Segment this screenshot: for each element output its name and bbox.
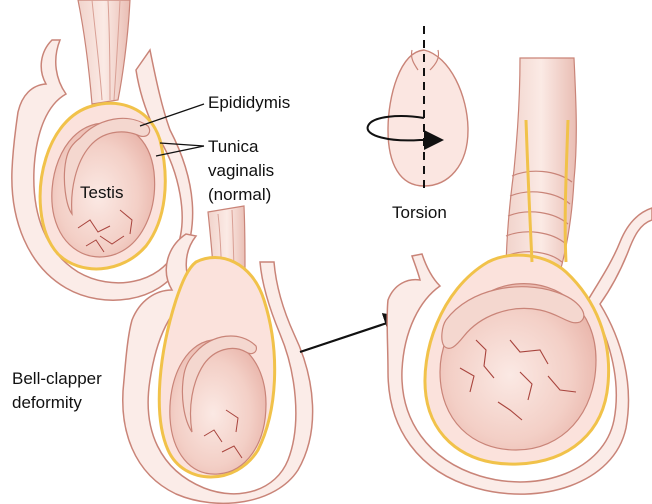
bell-clapper-figure <box>123 206 313 503</box>
spermatic-cord <box>78 0 130 104</box>
torsion-icon-figure: Torsion <box>368 26 468 222</box>
normal-anatomy-figure <box>12 0 193 300</box>
bell-clapper-label-line1: Bell-clapper <box>12 369 102 388</box>
testis-label: Testis <box>80 183 123 202</box>
tunica-label-line2: vaginalis <box>208 161 274 180</box>
torsion-label: Torsion <box>392 203 447 222</box>
tunica-label-line3: (normal) <box>208 185 271 204</box>
epididymis-label: Epididymis <box>208 93 290 112</box>
tunica-label-line1: Tunica <box>208 137 259 156</box>
torsion-small-testis <box>388 50 468 186</box>
bell-clapper-label-line2: deformity <box>12 393 82 412</box>
